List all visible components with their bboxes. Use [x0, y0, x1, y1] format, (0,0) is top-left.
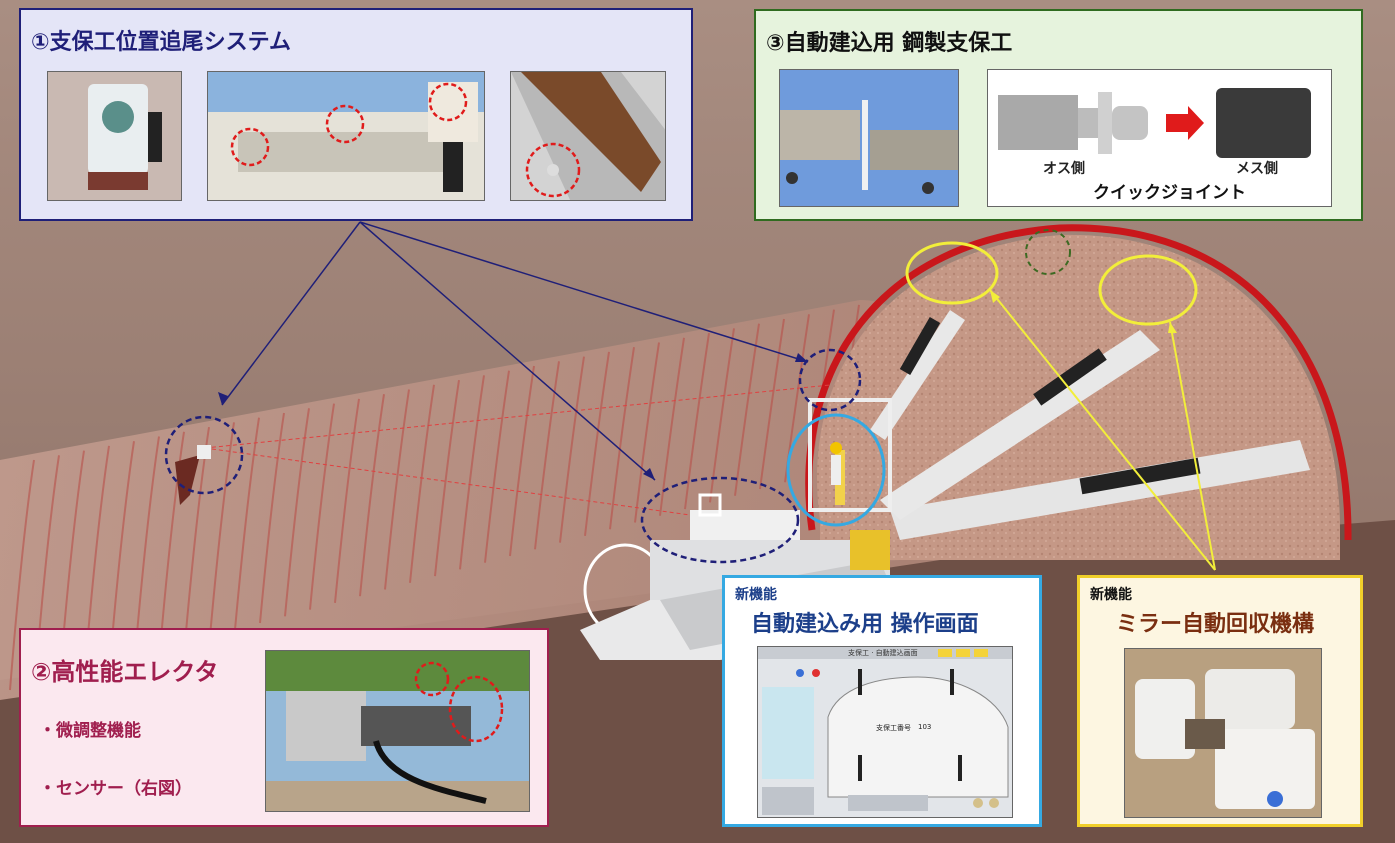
steel-rib: [734, 323, 760, 496]
total-station-icon: [48, 72, 181, 200]
feature-sensor: ・センサー（右図）: [39, 779, 192, 799]
mirror-callout-arrowheads: [990, 290, 1177, 333]
prism-bracket-photo: [510, 71, 666, 201]
screen-number-value: 103: [918, 723, 932, 731]
steel-rib: [259, 412, 285, 624]
steel-support-icon: [780, 70, 958, 206]
steel-rib: [484, 370, 510, 563]
steel-rib: [409, 384, 435, 583]
machine-sensor-icon: [208, 72, 484, 200]
steel-rib: [209, 422, 235, 637]
operation-screen-tag: 新機能: [735, 587, 777, 603]
tracking-target-circles: [164, 348, 862, 564]
mirror-recovery-tag: 新機能: [1090, 587, 1132, 603]
tunnel-shell: [0, 300, 940, 700]
tracking-callout-lines: [221, 221, 809, 481]
steel-rib: [134, 436, 160, 657]
steel-rib: [234, 417, 260, 630]
operation-screen-mock: [758, 647, 1012, 817]
mirror-callout-lines: [989, 289, 1216, 571]
tracking-system-panel: ①支保工位置追尾システム: [19, 8, 693, 221]
steel-rib: [309, 403, 335, 610]
steel-rib: [434, 379, 460, 577]
erector-photo: [265, 650, 530, 812]
mirror-recovery-icon: [1125, 649, 1321, 817]
operator-figure: [830, 442, 842, 485]
tracking-callout-arrowheads: [218, 353, 808, 480]
steel-rib: [709, 328, 735, 503]
male-side-label: オス側: [1043, 161, 1085, 177]
machine-sensor-photo: [207, 71, 485, 201]
operation-screen-image: 支保工 · 自動建込画面 支保工番号 103: [757, 646, 1013, 818]
quick-joint-label: クイックジョイント: [1093, 183, 1246, 203]
quick-joint-icon: [998, 88, 1311, 158]
mirror-highlight-circles: [905, 241, 1198, 326]
screen-number-label: 支保工番号: [876, 724, 911, 732]
mirror-recovery-photo: [1124, 648, 1322, 818]
steel-rib: [759, 318, 785, 490]
steel-support-panel: ③自動建込用 鋼製支保工 オス側 メス側 クイックジョイント: [754, 9, 1363, 221]
steel-rib: [584, 351, 610, 537]
steel-rib: [284, 408, 310, 617]
steel-rib: [684, 332, 710, 510]
mirror-recovery-panel: 新機能 ミラー自動回収機構: [1077, 575, 1363, 827]
steel-rib: [634, 342, 660, 523]
steel-rib: [159, 431, 185, 650]
total-station-bracket: [175, 455, 200, 505]
arrow-right-icon: [1166, 106, 1204, 140]
steel-support-title: ③自動建込用 鋼製支保工: [766, 31, 1013, 56]
steel-rib: [334, 398, 360, 603]
steel-rib: [359, 394, 385, 597]
operator-cab-highlight: [786, 413, 886, 527]
tunnel-support-arch: [805, 224, 1352, 541]
female-side-label: メス側: [1236, 161, 1278, 177]
total-station: [197, 445, 211, 459]
erector-icon: [266, 651, 529, 811]
steel-rib: [509, 365, 535, 557]
quick-joint-photo: オス側 メス側 クイックジョイント: [987, 69, 1332, 207]
feature-fine-adjust: ・微調整機能: [39, 721, 141, 741]
steel-rib: [459, 375, 485, 570]
steel-rib: [559, 356, 585, 543]
erector-title: ②高性能エレクタ: [31, 658, 219, 686]
steel-support-photo: [779, 69, 959, 207]
operation-screen-panel: 新機能 自動建込み用 操作画面 支保工 · 自動建込画面 支保工番号 103: [722, 575, 1042, 827]
tracking-system-title: ①支保工位置追尾システム: [31, 30, 291, 55]
mirror-recovery-title: ミラー自動回収機構: [1116, 612, 1315, 637]
erector-panel: ②高性能エレクタ ・微調整機能 ・センサー（右図）: [19, 628, 549, 827]
operation-screen-title: 自動建込み用 操作画面: [751, 612, 979, 637]
steel-rib: [534, 361, 560, 550]
total-station-photo: [47, 71, 182, 201]
prism-bracket-icon: [511, 72, 665, 200]
steel-rib: [609, 347, 635, 530]
screen-header-text: 支保工 · 自動建込画面: [848, 649, 918, 657]
steel-rib: [9, 459, 35, 691]
joint-highlight-circle: [1025, 229, 1071, 275]
steel-rib: [384, 389, 410, 590]
laser-line: [204, 447, 691, 516]
steel-rib: [659, 337, 685, 516]
